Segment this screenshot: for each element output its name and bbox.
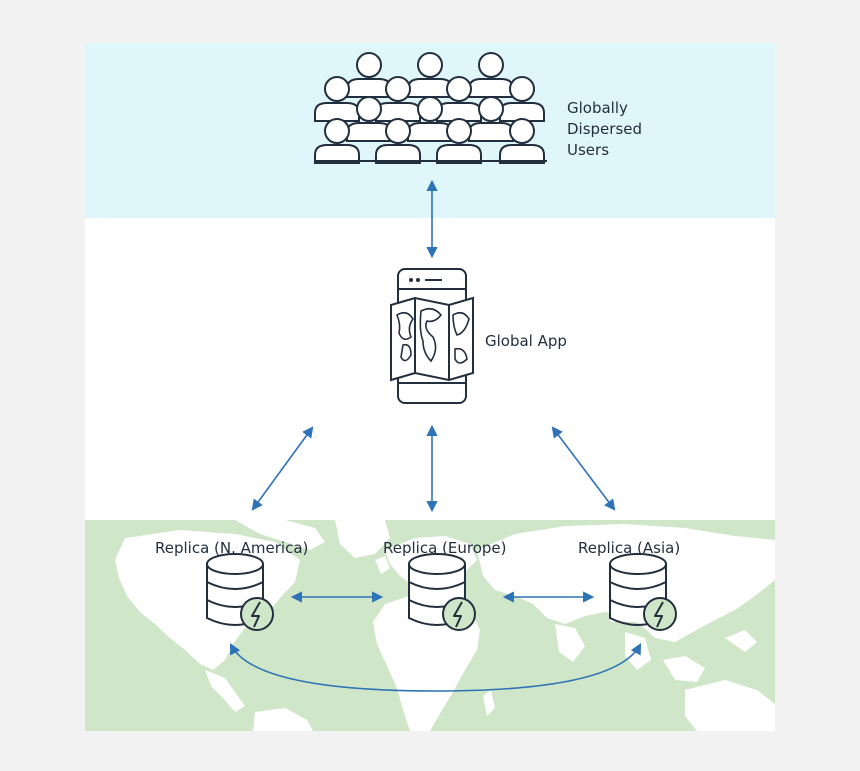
arrow-na-asia	[229, 643, 642, 692]
diagram-canvas: Globally Dispersed Users Global App Repl…	[85, 43, 775, 731]
global-app-label: Global App	[485, 332, 567, 350]
database-lightning-icon-asia	[609, 553, 677, 631]
users-group-icon	[314, 52, 547, 164]
replica-asia-label: Replica (Asia)	[578, 539, 681, 557]
arrow-app-replica-na	[251, 426, 314, 511]
replica-na-label: Replica (N. America)	[155, 539, 309, 557]
diagram-graphics	[206, 52, 677, 692]
replica-europe-label: Replica (Europe)	[383, 539, 507, 557]
users-label: Globally Dispersed Users	[567, 99, 643, 159]
database-lightning-icon-europe	[408, 553, 476, 631]
arrow-app-replica-asia	[551, 426, 616, 511]
mobile-map-icon	[390, 268, 474, 404]
database-lightning-icon-na	[206, 553, 274, 631]
